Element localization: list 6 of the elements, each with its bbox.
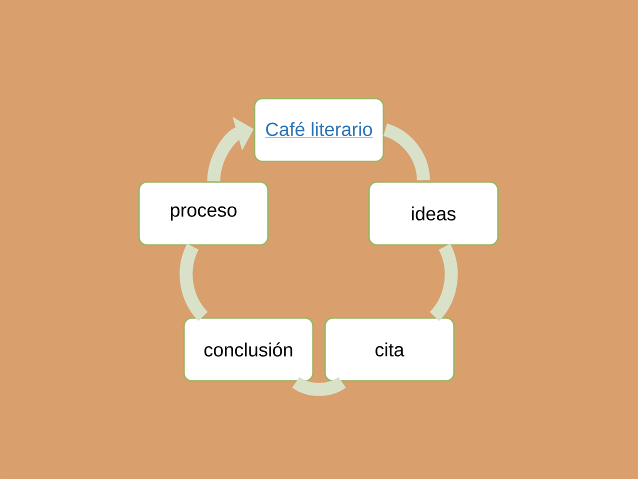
rounded-box: proceso bbox=[138, 181, 269, 246]
rounded-box: cita bbox=[324, 317, 455, 382]
rounded-box: Café literario bbox=[254, 98, 384, 162]
curved-connector bbox=[292, 376, 346, 396]
rounded-box: ideas bbox=[368, 181, 499, 246]
rounded-box: conclusión bbox=[183, 317, 314, 382]
